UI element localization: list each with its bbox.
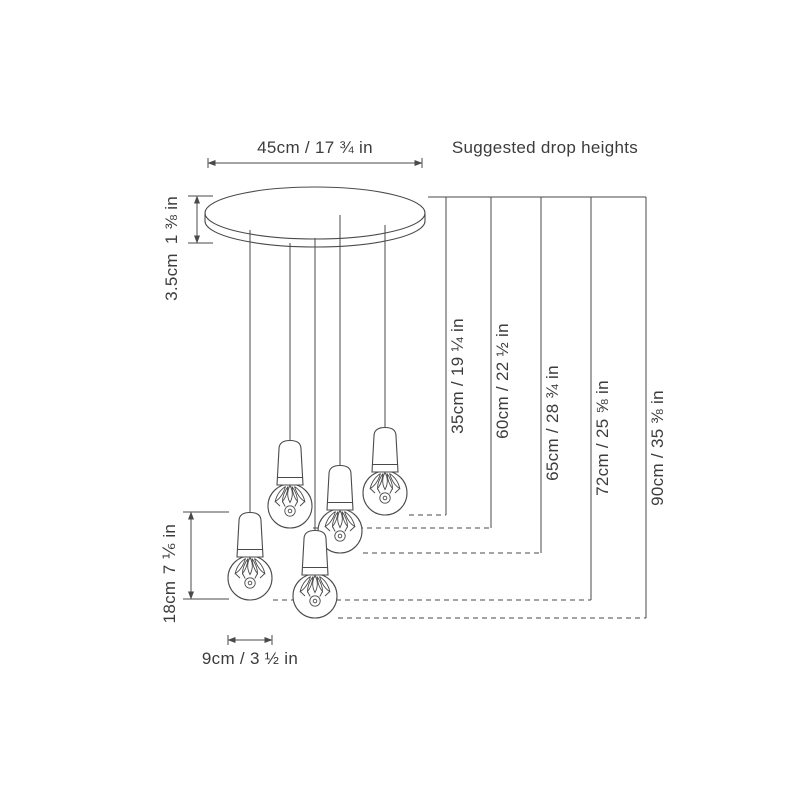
drop-height-label: 35cm / 19 ¼ in <box>448 318 467 434</box>
drop-height-lines <box>445 197 647 618</box>
canopy-width-dimension <box>207 158 423 168</box>
canopy-width-label: 45cm / 17 ¾ in <box>257 138 373 157</box>
drop-height-label: 72cm / 25 ⅝ in <box>593 380 612 496</box>
pendant-lamp <box>227 511 273 601</box>
drop-height-label: 60cm / 22 ½ in <box>493 323 512 439</box>
pendant-cords <box>249 215 386 531</box>
pendant-lamp <box>267 439 313 529</box>
pendant-height-label-imperial: 7 ⅙ in <box>160 524 179 574</box>
pendant-lamp <box>362 426 408 516</box>
ceiling-canopy <box>204 186 426 248</box>
canopy-thickness-dimension <box>188 195 213 244</box>
pendant-height-label-metric: 18cm <box>160 581 179 624</box>
canopy-thickness-label-metric: 3.5cm <box>162 253 181 301</box>
drop-height-label: 90cm / 35 ⅜ in <box>648 390 667 506</box>
pendant-height-dimension <box>183 511 229 600</box>
drop-height-label: 65cm / 28 ¾ in <box>543 365 562 481</box>
canopy-face <box>204 186 426 240</box>
canopy-thickness-label-imperial: 1 ⅜ in <box>162 196 181 244</box>
suggested-drop-heights-heading: Suggested drop heights <box>452 138 638 157</box>
bulb-width-label: 9cm / 3 ½ in <box>202 649 298 668</box>
bulb-width-dimension <box>227 635 273 645</box>
